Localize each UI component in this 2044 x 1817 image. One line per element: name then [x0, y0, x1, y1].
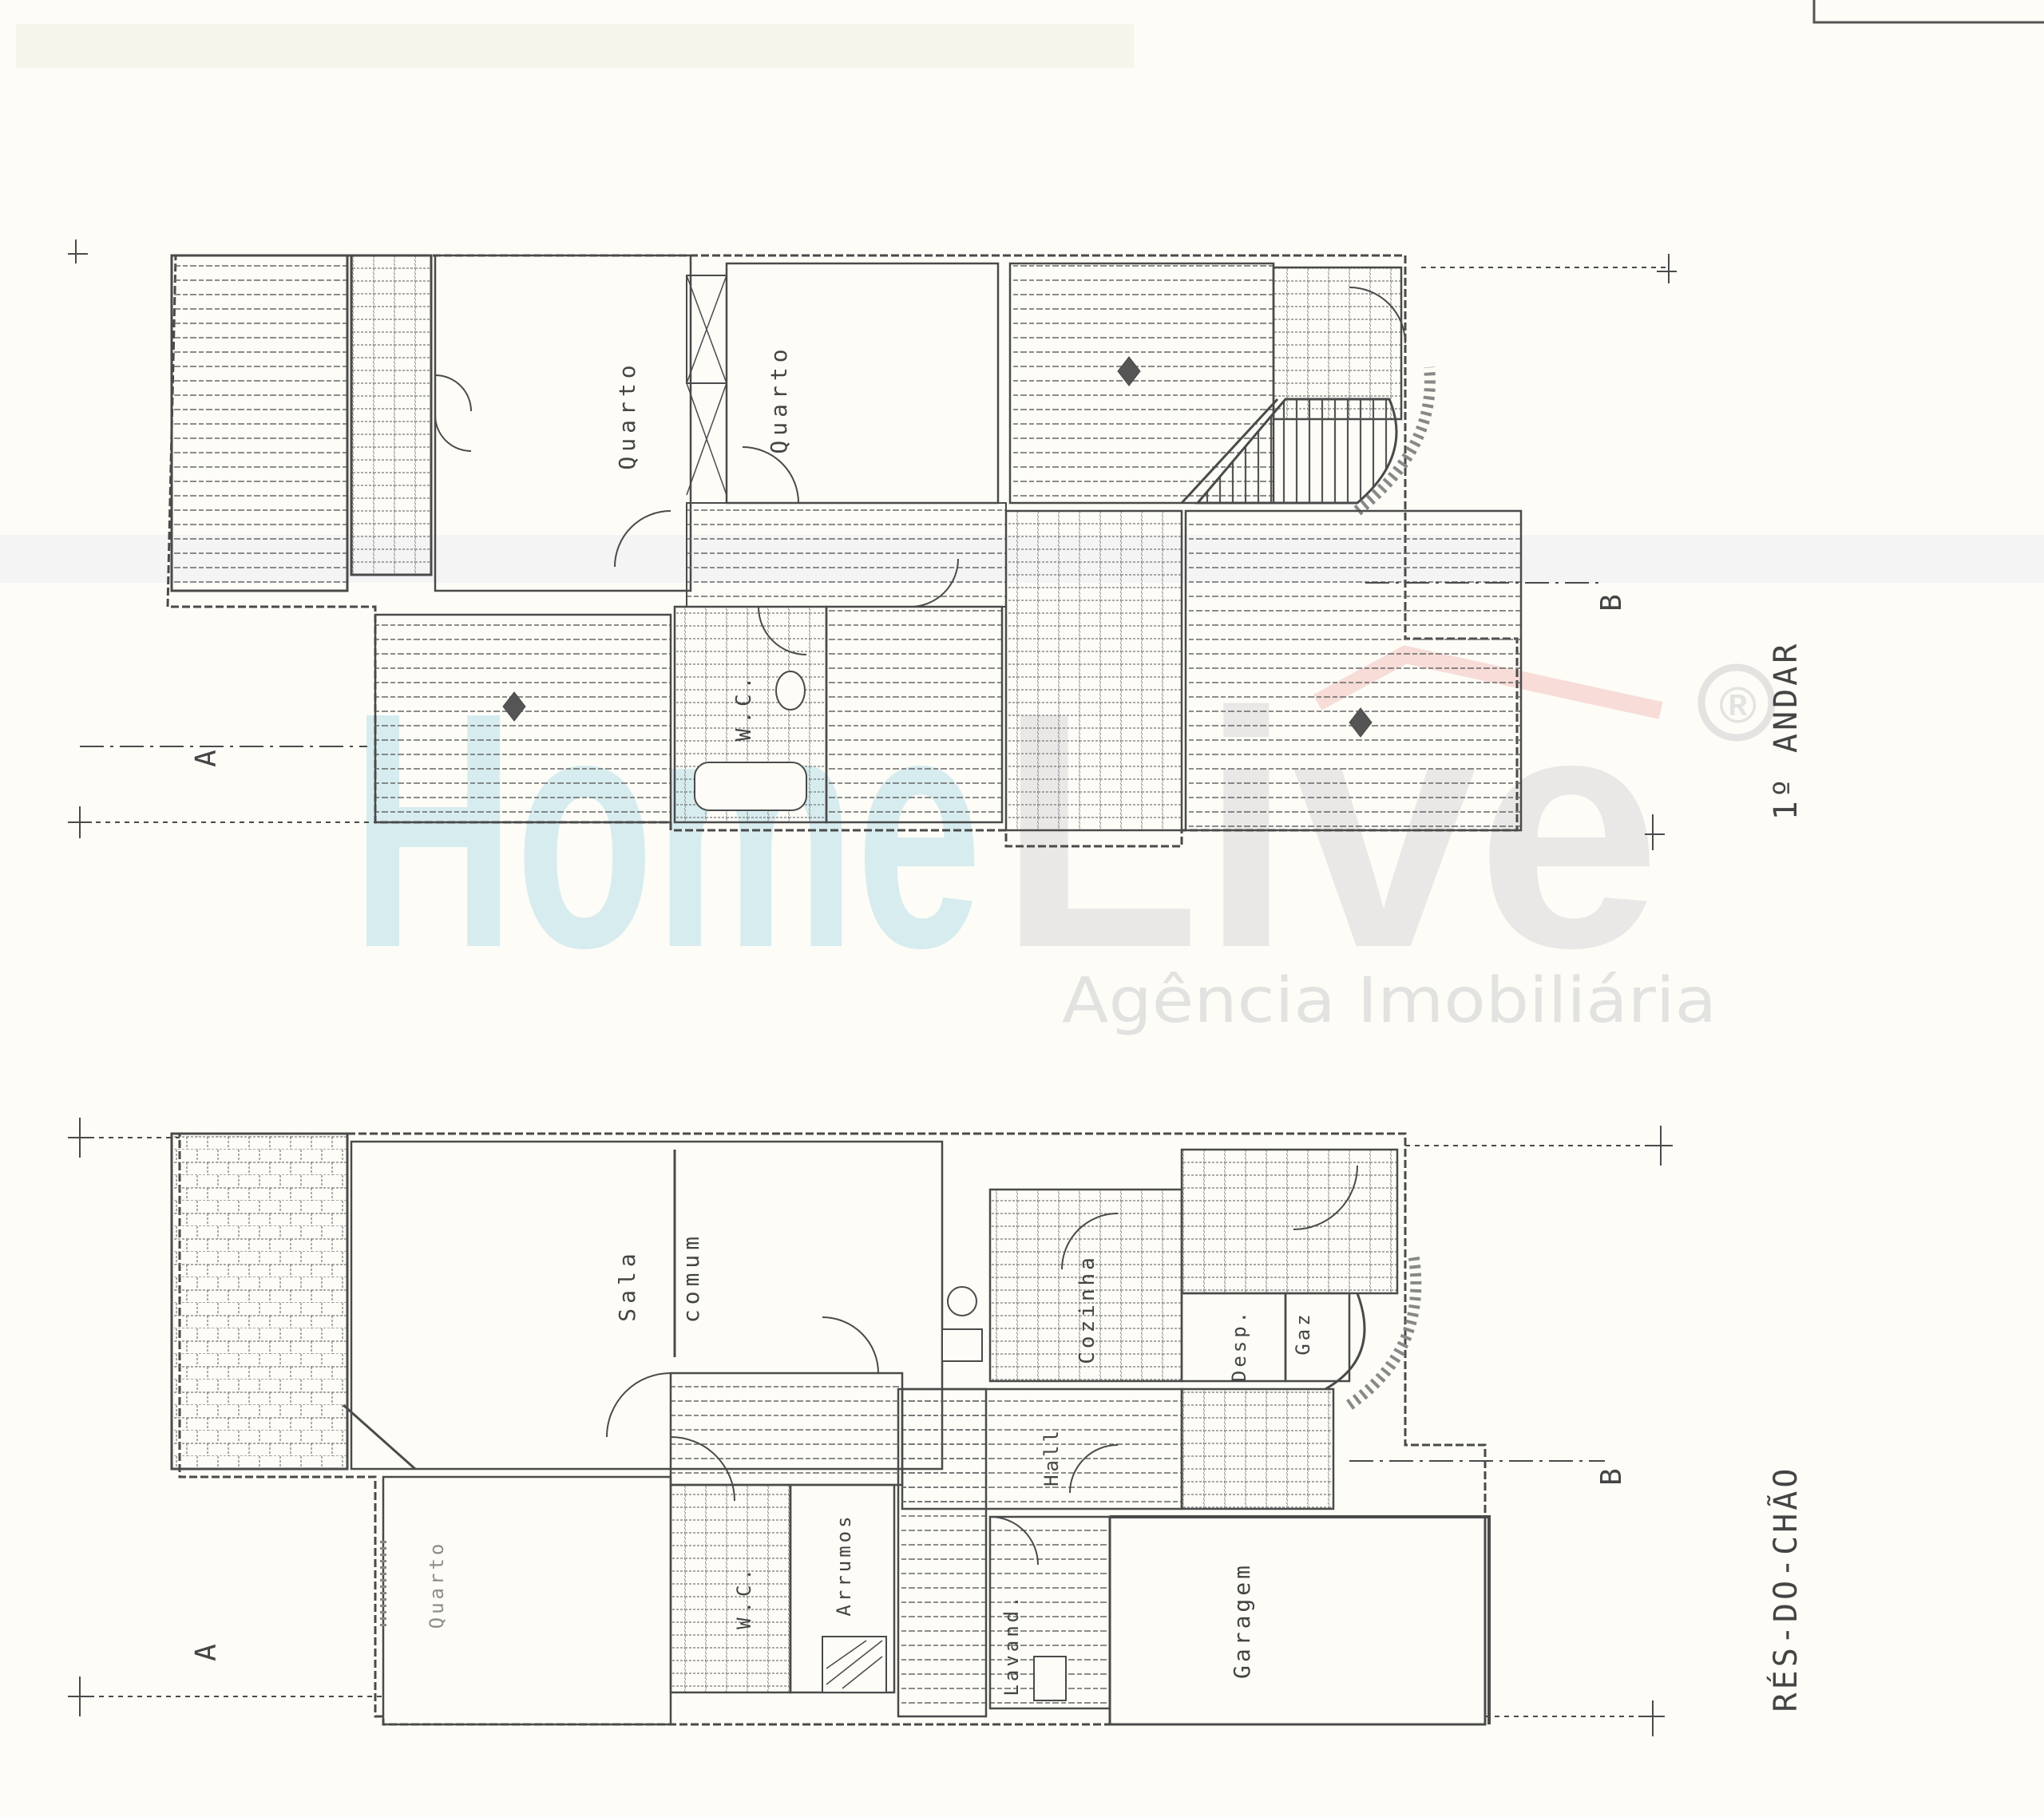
- upper-sink: [775, 671, 806, 711]
- upper-tick-right-top: [1657, 254, 1677, 283]
- ground-kitchen-hob: [947, 1286, 977, 1316]
- ground-left-terrace-step: [343, 1403, 416, 1471]
- ground-room-label-quarto: Quarto: [426, 1541, 448, 1629]
- ground-left-terrace: [170, 1132, 349, 1471]
- upper-bedroom-1: [434, 254, 692, 592]
- ground-garage-wall: [1110, 1515, 1491, 1724]
- upper-section-mark-a: A: [190, 750, 223, 767]
- upper-door-swing-7: [434, 414, 472, 452]
- ground-door-swing-5: [1293, 1165, 1358, 1230]
- upper-tick-left-top: [68, 239, 88, 263]
- ground-room-label-cozinha: Cozinha: [1075, 1254, 1099, 1364]
- upper-door-swing-1: [614, 510, 671, 568]
- upper-drain-marker-2: [502, 691, 526, 722]
- upper-door-swing-3: [909, 558, 959, 608]
- upper-staircase: [825, 605, 1004, 824]
- top-scan-smudge: [16, 24, 1134, 68]
- ground-side-passage: [1180, 1387, 1335, 1510]
- ground-entry-block: [669, 1372, 904, 1486]
- ground-tick-left-top: [68, 1118, 92, 1158]
- ground-curved-wall: [1325, 1292, 1366, 1391]
- ground-garage: [1108, 1515, 1487, 1726]
- upper-drain-marker-3: [1349, 707, 1373, 738]
- ground-room-label-gaz: Gaz: [1292, 1311, 1314, 1355]
- ground-living-room: [350, 1140, 944, 1471]
- upper-door-swing-5: [1349, 287, 1406, 344]
- ground-room-label-hall: Hall: [1040, 1427, 1063, 1486]
- ground-door-swing-6: [1069, 1444, 1119, 1494]
- upper-tick-right-bottom: [1645, 814, 1665, 850]
- ground-room-label-lavand: Lavand.: [1000, 1593, 1023, 1696]
- upper-right-terrace-diagonal: [1180, 398, 1279, 505]
- upper-left-lower-room: [374, 613, 672, 824]
- watermark-tagline: Agência Imobiliária: [1062, 965, 1717, 1037]
- ground-staircase: [897, 1387, 988, 1718]
- ground-floor-caption: RÉS-DO-CHÃO: [1766, 1466, 1804, 1712]
- ground-door-swing-4: [1061, 1213, 1119, 1270]
- ground-floor-plan: [68, 1118, 1673, 1736]
- ground-tick-right-top: [1649, 1126, 1673, 1166]
- watermark-registered-circle: [1697, 663, 1776, 742]
- upper-room-label-bedroom-2: Quarto: [766, 344, 792, 453]
- ground-tick-left-bottom: [68, 1676, 92, 1716]
- ground-floor-labels: Sala comum Cozinha Desp. Gaz Hall Arrumo…: [190, 1232, 1804, 1712]
- corner-frame: [1812, 0, 2044, 24]
- ground-back-yard: [1180, 1148, 1399, 1295]
- ground-room-label-desp: Desp.: [1228, 1308, 1250, 1382]
- upper-right-balcony: [1272, 266, 1403, 421]
- ground-room-label-wc: W.C.: [733, 1564, 755, 1629]
- upper-door-swing-6: [434, 374, 472, 412]
- ground-room-label-arrumos: Arrumos: [833, 1513, 855, 1616]
- ground-section-mark-a: A: [190, 1644, 223, 1661]
- upper-floor-labels: Quarto Quarto W.C. A B 1º ANDAR: [190, 344, 1804, 820]
- ground-laundry-sink: [1033, 1656, 1067, 1701]
- upper-right-lower-terrace: [1184, 509, 1523, 832]
- upper-room-label-wc: W.C.: [732, 672, 756, 742]
- upper-floor-caption: 1º ANDAR: [1768, 641, 1804, 821]
- upper-section-mark-b: B: [1595, 594, 1628, 612]
- ground-door-swing-1: [606, 1372, 671, 1438]
- upper-door-swing-2: [742, 446, 799, 504]
- upper-floor-plan: [68, 239, 1677, 850]
- upper-curved-planter: [1353, 366, 1436, 516]
- upper-curved-bay: [1194, 398, 1398, 505]
- ground-tick-right-bottom: [1641, 1700, 1665, 1736]
- upper-drain-marker-1: [1117, 356, 1141, 386]
- upper-left-tiled-strip: [350, 254, 433, 576]
- ground-room-label-garagem: Garagem: [1229, 1562, 1255, 1679]
- upper-door-swing-4: [758, 606, 807, 655]
- ground-door-swing-3: [822, 1316, 879, 1374]
- ground-room-label-sala: Sala: [614, 1249, 640, 1321]
- upper-left-terrace: [170, 254, 349, 592]
- ground-room-label-comum: comum: [678, 1232, 704, 1323]
- upper-room-label-bedroom-1: Quarto: [614, 360, 640, 469]
- ground-kitchen: [988, 1188, 1183, 1383]
- upper-closet-cross-2: [686, 382, 727, 496]
- upper-closet-cross: [686, 275, 727, 384]
- upper-right-terrace: [1008, 262, 1275, 505]
- ground-section-mark-b: B: [1595, 1468, 1628, 1486]
- ground-wc: [669, 1483, 792, 1694]
- ground-kitchen-counter: [941, 1328, 983, 1362]
- watermark-registered: ®: [1719, 676, 1757, 734]
- upper-tick-left-bottom: [68, 806, 92, 838]
- upper-bathtub: [694, 762, 807, 811]
- ground-door-swing-2: [670, 1436, 735, 1502]
- upper-corridor: [686, 502, 1007, 608]
- ground-door-swing-7: [989, 1516, 1039, 1566]
- ground-shower-lines: [826, 1640, 883, 1689]
- upper-central-hall: [1004, 509, 1183, 832]
